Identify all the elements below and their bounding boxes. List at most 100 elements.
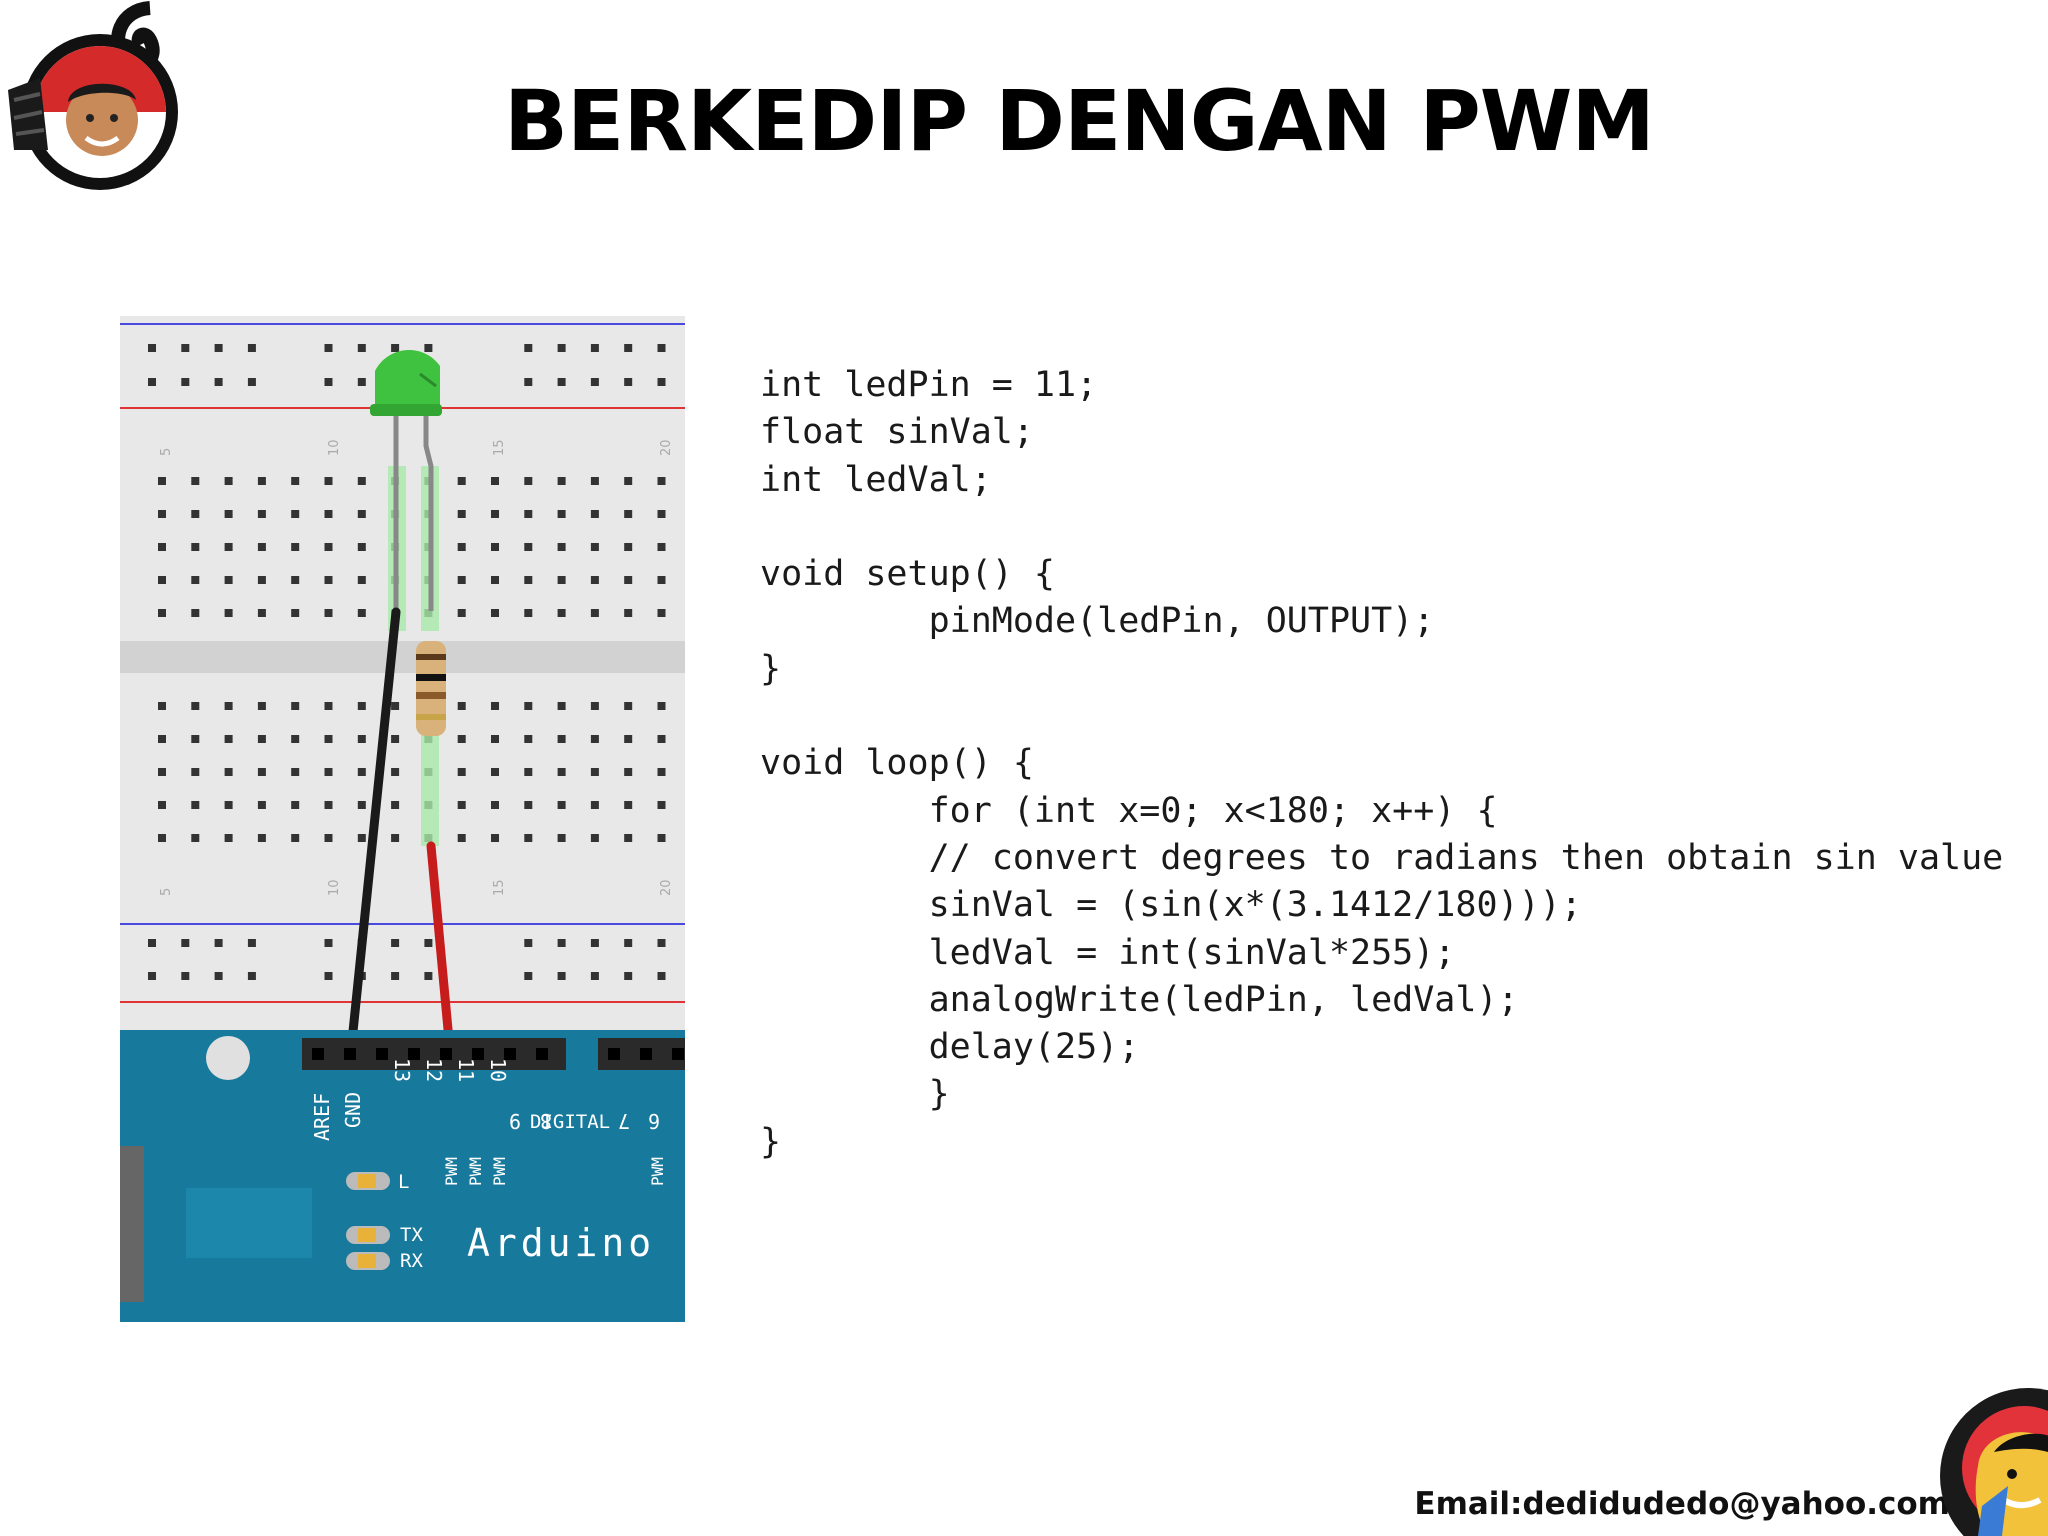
breadboard-hole (247, 378, 256, 386)
presenter-logo-top (0, 0, 200, 205)
breadboard-hole (291, 477, 300, 485)
breadboard-hole (457, 510, 466, 518)
header-pin (504, 1048, 516, 1060)
breadboard-hole (524, 768, 533, 776)
breadboard-hole (158, 477, 166, 485)
breadboard-hole (590, 801, 599, 809)
breadboard-hole (357, 834, 366, 842)
breadboard-hole (191, 576, 200, 584)
breadboard-hole (158, 801, 166, 809)
breadboard-hole (391, 801, 400, 809)
breadboard-hole (624, 543, 633, 551)
header-pin (376, 1048, 388, 1060)
breadboard-hole (148, 344, 157, 352)
breadboard-hole (457, 735, 466, 743)
header-pin (408, 1048, 420, 1060)
breadboard-hole (357, 378, 366, 386)
breadboard-hole (524, 702, 533, 710)
breadboard-hole (224, 702, 233, 710)
breadboard-hole (491, 801, 499, 809)
breadboard-hole (557, 609, 566, 617)
breadboard-hole (357, 609, 366, 617)
row-number-20: 20 (659, 439, 674, 456)
breadboard-hole (191, 609, 200, 617)
breadboard-hole (491, 768, 499, 776)
breadboard-hole (357, 801, 366, 809)
breadboard-hole (657, 801, 666, 809)
breadboard-hole (524, 378, 533, 386)
breadboard-hole (524, 576, 533, 584)
breadboard-hole (214, 378, 223, 386)
breadboard-hole (391, 768, 400, 776)
led-label-rx: RX (400, 1250, 423, 1272)
code-line: float sinVal; (760, 412, 1034, 453)
breadboard-hole (424, 939, 433, 947)
breadboard-hole (491, 477, 499, 485)
breadboard-hole (214, 939, 223, 947)
breadboard-hole (214, 344, 223, 352)
pin-label-aref: AREF (310, 1093, 334, 1141)
breadboard-hole (357, 735, 366, 743)
breadboard-hole (491, 576, 499, 584)
breadboard-hole (357, 477, 366, 485)
breadboard-hole (624, 972, 633, 980)
row-number-5-bottom: 5 (159, 888, 174, 896)
pin-label-10: 10 (486, 1058, 510, 1082)
breadboard-hole (224, 510, 233, 518)
breadboard-hole (257, 543, 266, 551)
breadboard-hole (324, 801, 333, 809)
breadboard-hole (590, 378, 599, 386)
breadboard-hole (590, 702, 599, 710)
breadboard-hole (291, 768, 300, 776)
breadboard-hole (257, 477, 266, 485)
header-pin (472, 1048, 484, 1060)
breadboard-hole (291, 510, 300, 518)
breadboard-hole (324, 477, 333, 485)
breadboard-hole (324, 609, 333, 617)
breadboard-hole (624, 834, 633, 842)
breadboard-circuit-illustration: 5 10 15 20 5 10 15 20 AREF GND 13 (120, 316, 685, 1322)
breadboard-hole (557, 510, 566, 518)
breadboard-hole (457, 768, 466, 776)
breadboard-hole (557, 378, 566, 386)
breadboard-hole (324, 702, 333, 710)
breadboard-hole (491, 609, 499, 617)
presenter-logo-bottom (1940, 1388, 2048, 1536)
breadboard-hole (291, 834, 300, 842)
breadboard-hole (391, 344, 400, 352)
breadboard-hole (457, 576, 466, 584)
breadboard-hole (391, 735, 400, 743)
breadboard-hole (158, 510, 166, 518)
breadboard-hole (457, 609, 466, 617)
breadboard-hole (590, 768, 599, 776)
breadboard-hole (224, 735, 233, 743)
breadboard-hole (181, 378, 190, 386)
breadboard-hole (391, 702, 400, 710)
breadboard-hole (148, 939, 157, 947)
breadboard-hole (214, 972, 223, 980)
breadboard-hole (158, 543, 166, 551)
breadboard-hole (491, 543, 499, 551)
code-line (760, 693, 2003, 740)
breadboard-hole (524, 543, 533, 551)
breadboard-hole (657, 378, 666, 386)
breadboard-hole (657, 344, 666, 352)
breadboard-hole (590, 609, 599, 617)
pin-label-13: 13 (390, 1058, 414, 1082)
code-block: int ledPin = 11;float sinVal;int ledVal;… (760, 362, 2003, 1166)
breadboard-hole (191, 735, 200, 743)
breadboard-hole (590, 972, 599, 980)
breadboard-hole (457, 543, 466, 551)
breadboard-hole (624, 378, 633, 386)
breadboard-hole (590, 510, 599, 518)
breadboard-hole (457, 477, 466, 485)
code-line (760, 504, 2003, 551)
breadboard-hole (224, 768, 233, 776)
breadboard-hole (224, 576, 233, 584)
breadboard-hole (158, 702, 166, 710)
code-line: } (760, 1121, 782, 1162)
row-number-20-bottom: 20 (659, 879, 674, 896)
breadboard-hole (557, 939, 566, 947)
breadboard-hole (257, 735, 266, 743)
breadboard-hole (657, 477, 666, 485)
